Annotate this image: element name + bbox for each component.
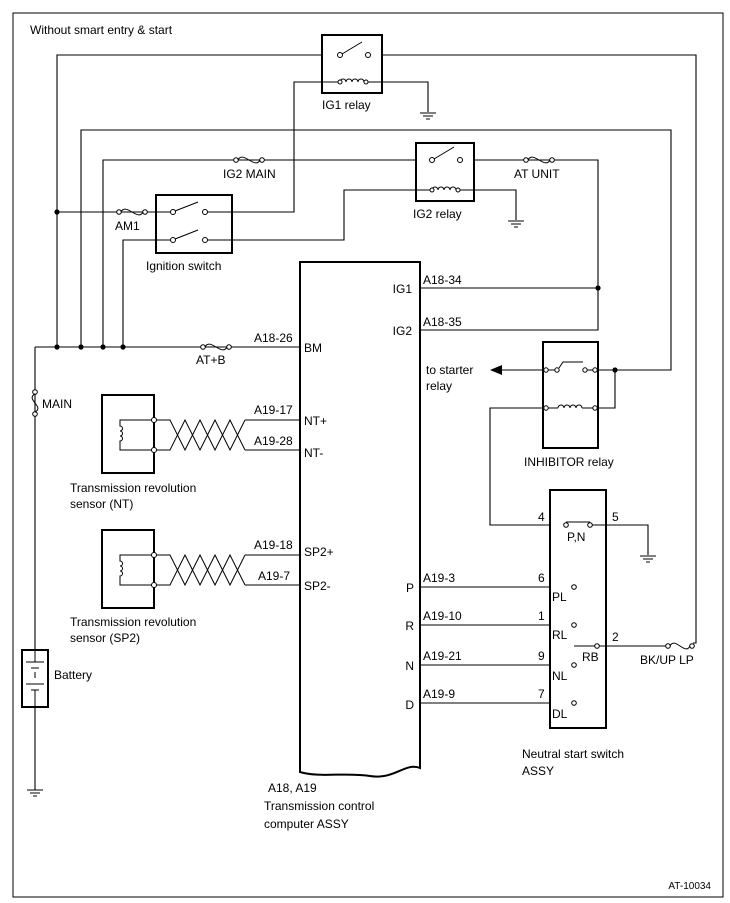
- pin-a19-21: A19-21: [423, 649, 462, 663]
- nss-name-line-1: Neutral start switch: [522, 747, 624, 761]
- nss-label-nl: NL: [552, 669, 568, 683]
- nss-label-dl: DL: [552, 707, 568, 721]
- terminal-n: N: [405, 659, 414, 673]
- inhibitor-relay: [542, 341, 599, 449]
- fuse-am1-label: AM1: [115, 219, 140, 233]
- fuse-main-label: MAIN: [42, 397, 72, 411]
- ground-icon: [420, 112, 436, 120]
- nss-pin-1: 1: [538, 609, 545, 623]
- pin-a18-35: A18-35: [423, 315, 462, 329]
- nss-pin-2: 2: [612, 630, 619, 644]
- fuse-bk-up-lp-label: BK/UP LP: [640, 653, 694, 667]
- pin-a19-3: A19-3: [423, 571, 455, 585]
- ignition-switch-label: Ignition switch: [146, 259, 221, 273]
- nss-name-line-2: ASSY: [522, 764, 554, 778]
- nss-label-rb: RB: [582, 650, 599, 664]
- sensor-sp2: [101, 529, 157, 609]
- nss-pin-5: 5: [612, 510, 619, 524]
- ground-icon: [640, 555, 656, 563]
- pin-a19-10: A19-10: [423, 609, 462, 623]
- ecu-name-line-1: Transmission control: [264, 799, 374, 813]
- ground-icon: [27, 789, 43, 797]
- ig2-relay: [415, 142, 475, 202]
- nss-label-pn: P,N: [567, 530, 585, 544]
- battery-icon: [21, 649, 49, 708]
- nss-pin-6: 6: [538, 571, 545, 585]
- pin-a19-18: A19-18: [254, 538, 293, 552]
- twisted-pair-nt: [156, 418, 246, 452]
- fuse-symbols: [31, 156, 695, 650]
- figure-id: AT-10034: [668, 881, 711, 892]
- nss-label-rl: RL: [552, 628, 568, 642]
- fuse-at-b-label: AT+B: [196, 353, 225, 367]
- terminal-ig2: IG2: [393, 324, 413, 338]
- sensor-nt-label-2: sensor (NT): [70, 497, 133, 511]
- pin-a19-9: A19-9: [423, 687, 455, 701]
- nss-label-pl: PL: [552, 590, 567, 604]
- sensor-nt-label-1: Transmission revolution: [70, 481, 196, 495]
- pin-a19-28: A19-28: [254, 434, 293, 448]
- terminal-d: D: [405, 698, 414, 712]
- terminal-nt-plus: NT+: [304, 414, 327, 428]
- ground-icon: [508, 220, 524, 228]
- page-frame: [12, 12, 724, 898]
- nss-pin-4: 4: [538, 510, 545, 524]
- pin-a19-7: A19-7: [258, 569, 290, 583]
- sensor-sp2-label-1: Transmission revolution: [70, 615, 196, 629]
- terminal-r: R: [405, 619, 414, 633]
- twisted-pair-sp2: [156, 553, 246, 587]
- ecu-name-line-2: computer ASSY: [264, 817, 349, 831]
- pin-a19-17: A19-17: [254, 403, 293, 417]
- ecu-connectors: A18, A19: [268, 781, 317, 795]
- fuse-at-unit-label: AT UNIT: [514, 167, 560, 181]
- inhibitor-relay-label: INHIBITOR relay: [524, 455, 614, 469]
- battery-label: Battery: [54, 668, 92, 682]
- sensor-sp2-label-2: sensor (SP2): [70, 631, 140, 645]
- terminal-ig1: IG1: [393, 282, 413, 296]
- ig1-relay-label: IG1 relay: [322, 98, 371, 112]
- fuse-ig2-main-label: IG2 MAIN: [223, 167, 276, 181]
- sensor-nt: [101, 394, 157, 474]
- nss-pin-7: 7: [538, 687, 545, 701]
- arrow-icon: [490, 365, 502, 375]
- terminal-nt-minus: NT-: [304, 446, 323, 460]
- to-starter-label-2: relay: [426, 379, 452, 393]
- to-starter-label-1: to starter: [426, 363, 473, 377]
- pin-a18-26: A18-26: [254, 331, 293, 345]
- nss-pin-9: 9: [538, 649, 545, 663]
- ignition-switch: [155, 194, 233, 254]
- ig1-relay: [321, 34, 383, 94]
- ig2-relay-label: IG2 relay: [413, 207, 462, 221]
- terminal-p: P: [406, 581, 414, 595]
- diagram-title: Without smart entry & start: [30, 23, 173, 37]
- terminal-sp2-plus: SP2+: [304, 545, 334, 559]
- junction-dots: [54, 209, 618, 373]
- terminal-sp2-minus: SP2-: [304, 579, 331, 593]
- terminal-bm: BM: [304, 341, 322, 355]
- ecu-box: [299, 261, 421, 778]
- neutral-start-switch: [549, 489, 607, 729]
- pin-a18-34: A18-34: [423, 273, 462, 287]
